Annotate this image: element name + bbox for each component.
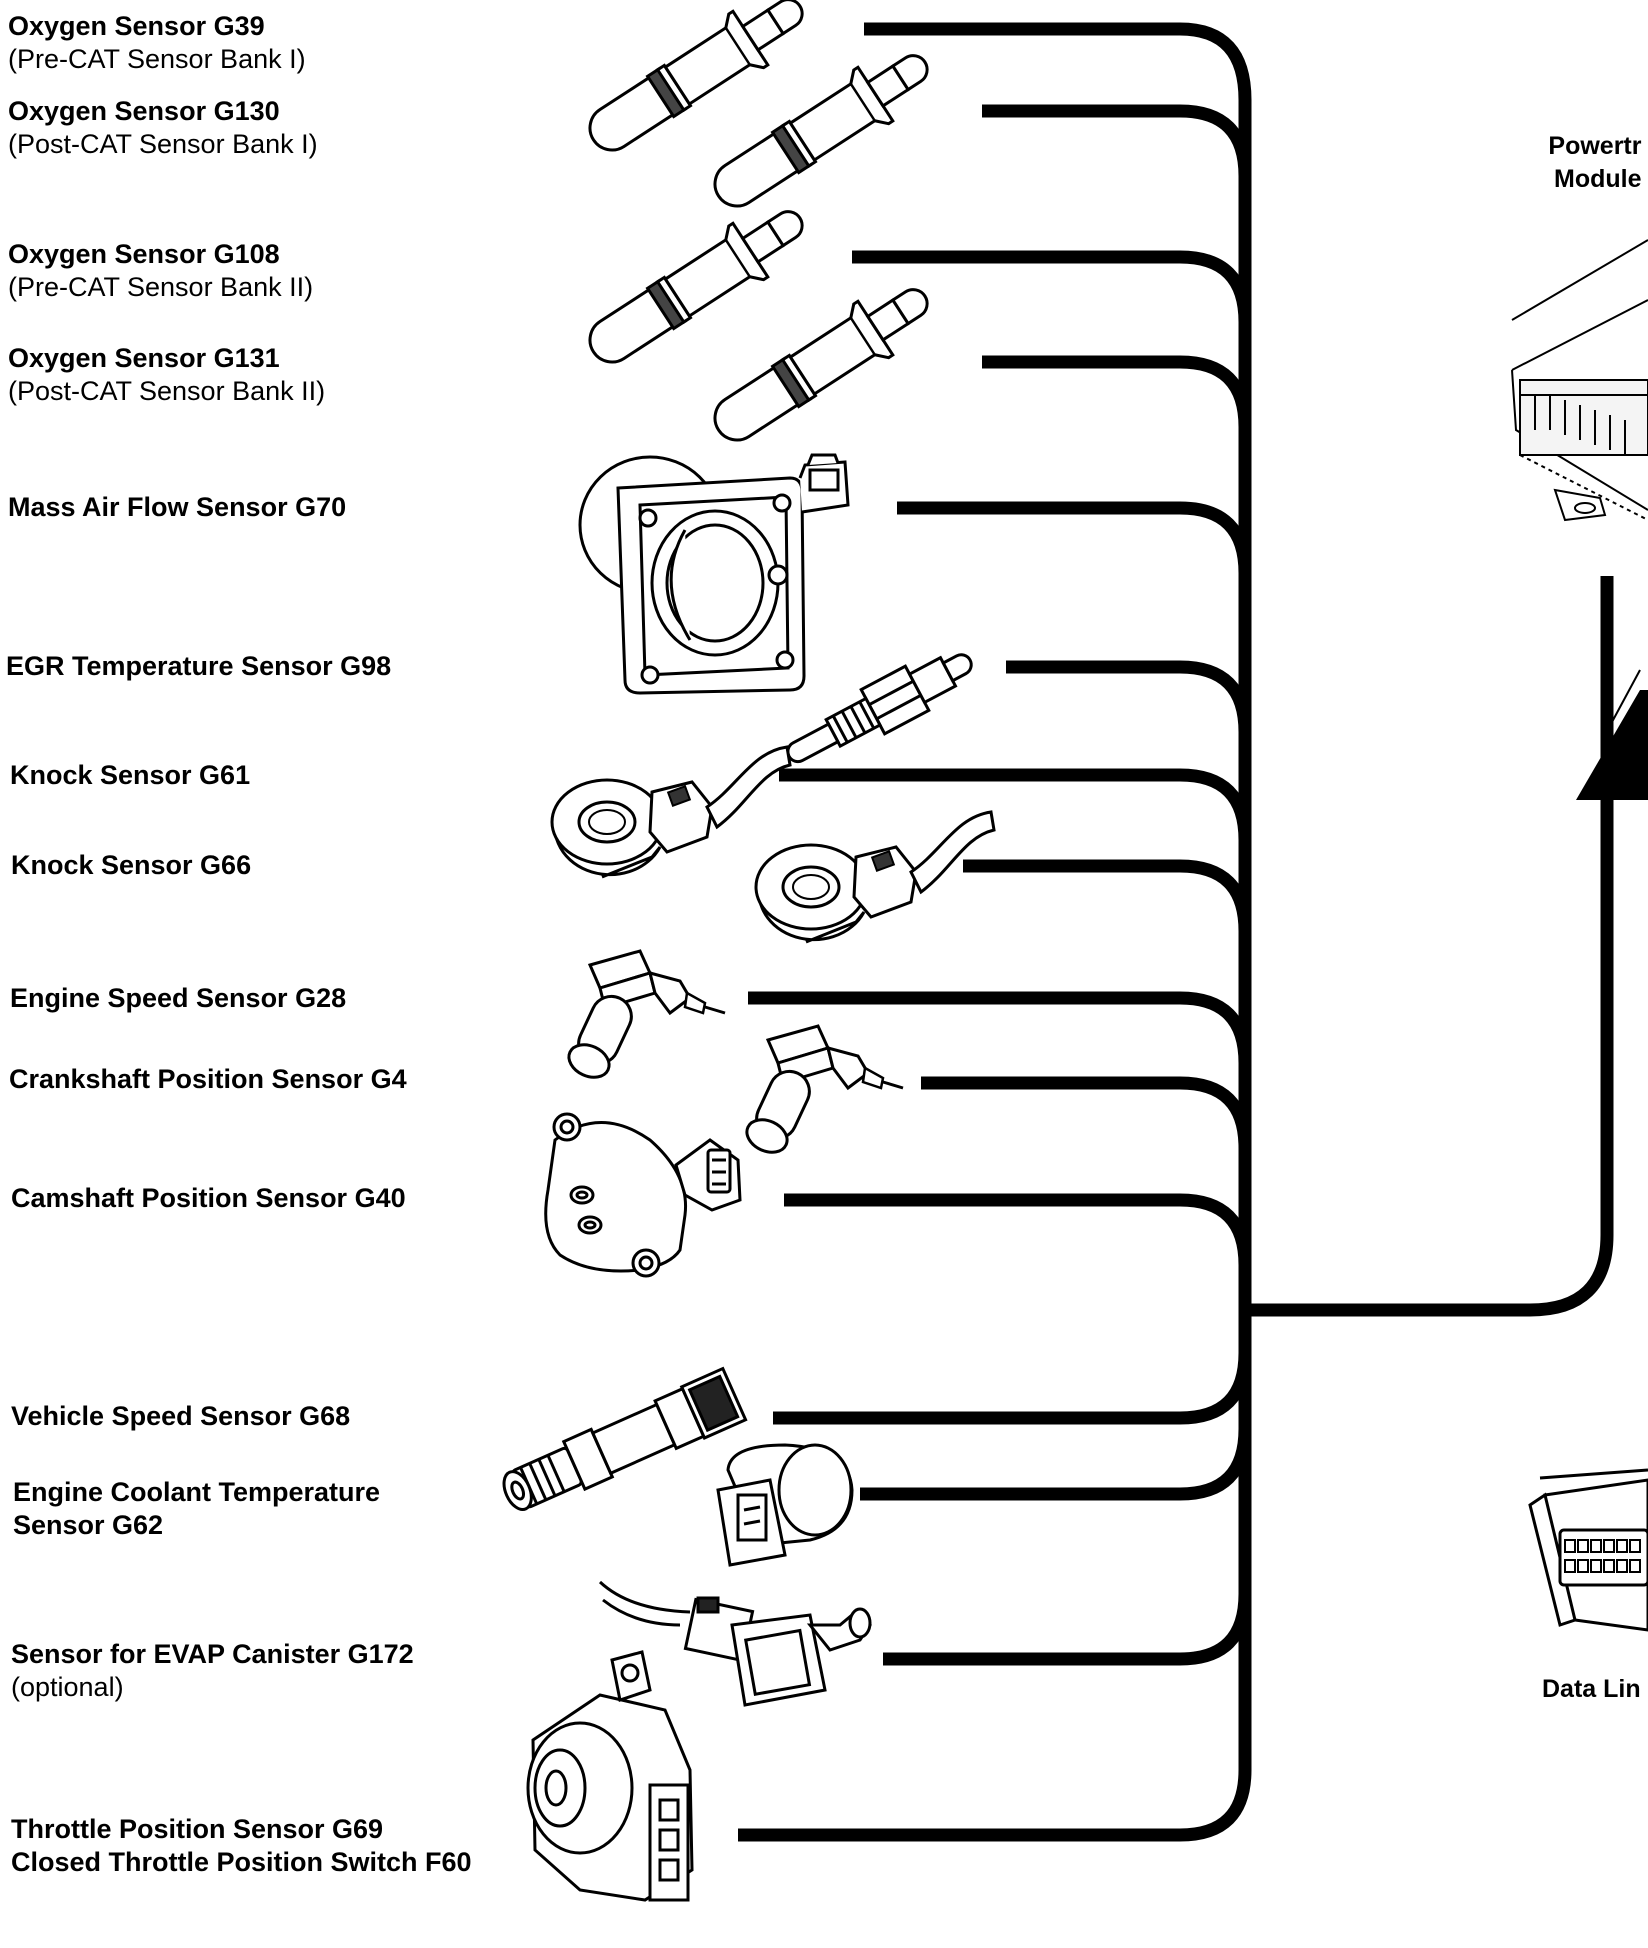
label-engine-coolant-temperature-sensor-g62: Engine Coolant Temperature Sensor G62 [13,1477,381,1540]
label-egr-temperature-sensor-g98: EGR Temperature Sensor G98 [6,651,392,681]
oxygen-sensor-g131-icon [699,267,944,459]
mass-air-flow-sensor-icon [578,453,850,695]
label-powertrain-module: Powertr Module [1548,132,1642,193]
engine-speed-sensor-icon [562,949,727,1085]
wiring-harness [738,22,1614,1842]
label-evap-canister-sensor-g172: Sensor for EVAP Canister G172 (optional) [11,1639,414,1702]
label-knock-sensor-g61: Knock Sensor G61 [10,760,251,790]
data-link-connector-icon [1528,1468,1648,1632]
label-vehicle-speed-sensor-g68: Vehicle Speed Sensor G68 [11,1401,351,1431]
label-oxygen-sensor-g130: Oxygen Sensor G130 (Post-CAT Sensor Bank… [8,96,318,159]
label-oxygen-sensor-g39: Oxygen Sensor G39 (Pre-CAT Sensor Bank I… [8,11,306,74]
evap-canister-sensor-icon [598,1580,872,1707]
camshaft-position-sensor-icon [544,1112,742,1278]
crankshaft-position-sensor-icon [740,1024,905,1160]
label-engine-speed-sensor-g28: Engine Speed Sensor G28 [10,983,347,1013]
label-crankshaft-position-sensor-g4: Crankshaft Position Sensor G4 [9,1064,407,1094]
label-oxygen-sensor-g108: Oxygen Sensor G108 (Pre-CAT Sensor Bank … [8,239,314,302]
arrow-head [1576,690,1648,800]
label-mass-air-flow-sensor-g70: Mass Air Flow Sensor G70 [8,492,347,522]
egr-temperature-sensor-icon [786,653,973,764]
knock-sensor-g61-icon [550,745,792,879]
throttle-position-sensor-icon [526,1650,694,1902]
engine-coolant-temperature-sensor-icon [716,1443,854,1567]
knock-sensor-g66-icon [754,810,996,944]
vehicle-speed-sensor-icon [502,1366,748,1511]
powertrain-control-module-icon [1511,239,1648,522]
label-throttle-position-sensor-g69: Throttle Position Sensor G69 Closed Thro… [11,1814,472,1877]
label-knock-sensor-g66: Knock Sensor G66 [11,850,252,880]
label-oxygen-sensor-g131: Oxygen Sensor G131 (Post-CAT Sensor Bank… [8,343,326,406]
label-camshaft-position-sensor-g40: Camshaft Position Sensor G40 [11,1183,406,1213]
oxygen-sensor-g108-icon [574,189,819,381]
label-data-link-connector: Data Lin [1542,1675,1641,1703]
